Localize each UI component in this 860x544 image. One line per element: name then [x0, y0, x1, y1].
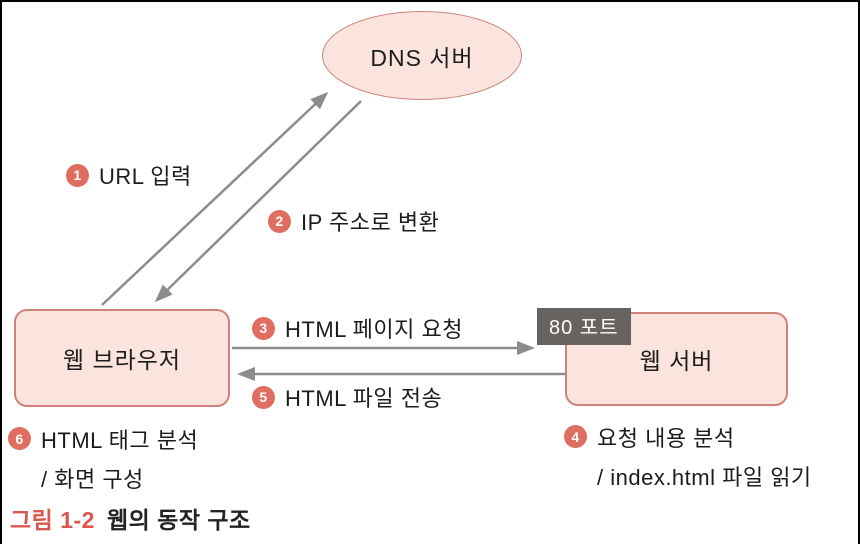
step-4-request-analysis: 4 요청 내용 분석 / index.html 파일 읽기	[564, 421, 812, 492]
step-3-label: HTML 페이지 요청	[285, 317, 463, 342]
web-server-label: 웹 서버	[639, 348, 714, 374]
step-2-ip-conversion: 2 IP 주소로 변환	[268, 205, 439, 237]
step-2-number-badge: 2	[268, 209, 291, 233]
port-80-badge: 80 포트	[537, 308, 631, 345]
step-1-number-badge: 1	[66, 163, 89, 187]
step-5-label: HTML 파일 전송	[285, 386, 443, 411]
step-5-number-badge: 5	[252, 385, 275, 409]
web-browser-label: 웹 브라우저	[62, 347, 182, 373]
step-5-html-transfer: 5 HTML 파일 전송	[252, 381, 442, 413]
step-6-label-line2: / 화면 구성	[41, 467, 144, 492]
step-1-url-input: 1 URL 입력	[66, 159, 192, 191]
step-4-label-line2: / index.html 파일 읽기	[597, 465, 812, 490]
step-6-number-badge: 6	[8, 427, 31, 450]
step-3-number-badge: 3	[252, 316, 275, 340]
step-2-label: IP 주소로 변환	[301, 210, 440, 235]
web-browser-node: 웹 브라우저	[14, 309, 230, 407]
step-1-label: URL 입력	[99, 164, 192, 189]
dns-server-node: DNS 서버	[322, 11, 522, 100]
arrow-ip-return-icon	[154, 100, 362, 303]
step-4-label-line1: 요청 내용 분석	[597, 426, 735, 451]
figure-caption-number: 그림 1-2	[10, 507, 95, 533]
step-4-number-badge: 4	[564, 425, 587, 448]
step-6-label-lines: HTML 태그 분석 / 화면 구성	[41, 423, 198, 494]
step-6-tag-analysis: 6 HTML 태그 분석 / 화면 구성	[8, 423, 198, 494]
step-6-label-line1: HTML 태그 분석	[41, 428, 199, 453]
figure-caption: 그림 1-2 웹의 동작 구조	[10, 501, 251, 535]
step-4-label-lines: 요청 내용 분석 / index.html 파일 읽기	[597, 421, 812, 492]
figure-caption-title: 웹의 동작 구조	[106, 507, 251, 533]
dns-server-label: DNS 서버	[370, 44, 474, 71]
arrow-url-input-icon	[101, 91, 329, 306]
step-3-html-request: 3 HTML 페이지 요청	[252, 312, 463, 344]
